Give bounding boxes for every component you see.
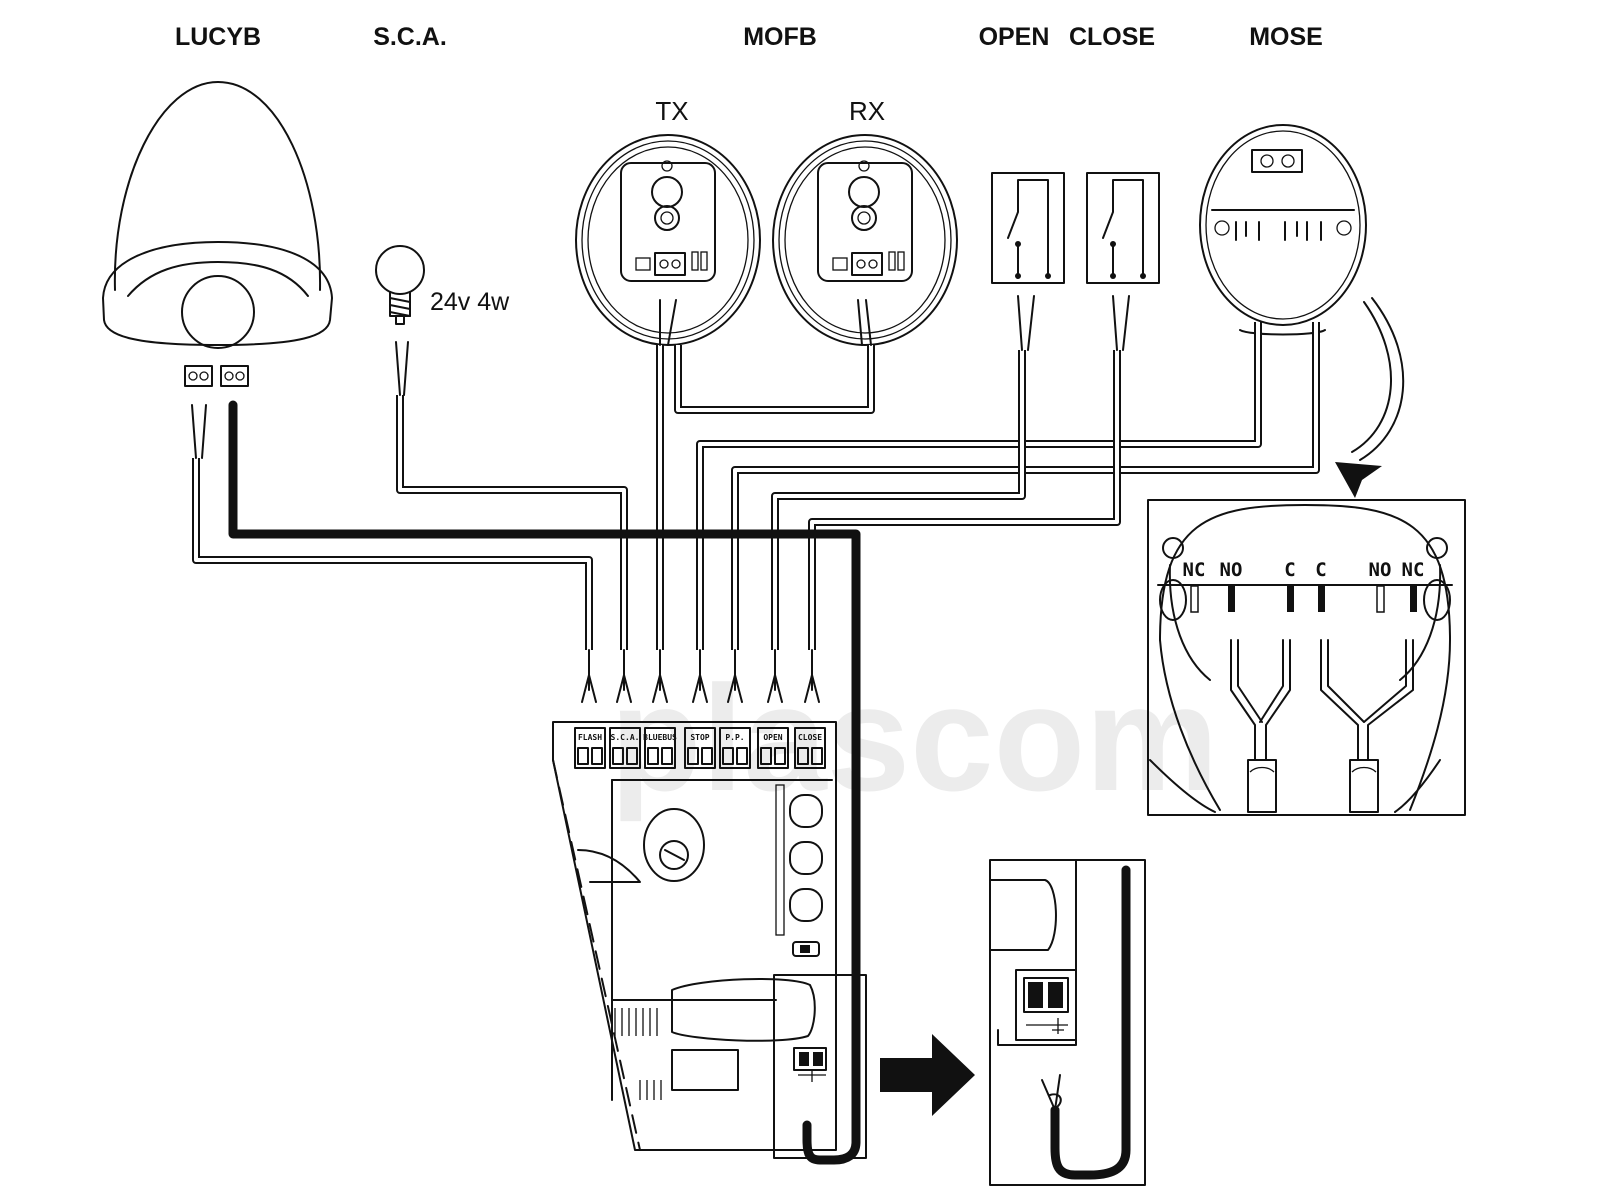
mose-contact-label-no-left: NO: [1220, 559, 1243, 581]
terminal-label-close: CLOSE: [798, 733, 822, 742]
terminal-label-pp: P.P.: [725, 733, 744, 742]
lucyb-flashing-lamp: [102, 81, 333, 387]
terminal-label-open: OPEN: [763, 733, 782, 742]
close-pushbutton: [1086, 172, 1160, 284]
mose-detail-pointer-arrow: [1335, 297, 1405, 498]
header-close: CLOSE: [1069, 23, 1155, 51]
terminal-stop: STOP: [684, 727, 716, 769]
header-mofb: MOFB: [743, 23, 817, 51]
header-open: OPEN: [979, 23, 1050, 51]
terminal-flash: FLASH: [574, 727, 606, 769]
terminal-label-sca: S.C.A.: [611, 733, 640, 742]
mose-contact-label-no-right: NO: [1369, 559, 1392, 581]
terminal-pp: P.P.: [719, 727, 751, 769]
terminal-open: OPEN: [757, 727, 789, 769]
terminal-label-bluebus: BLUEBUS: [643, 733, 677, 742]
mose-contact-label-c-left: C: [1284, 559, 1295, 581]
header-sca: S.C.A.: [373, 23, 447, 51]
cable-runs: [191, 295, 1320, 650]
photocell-tx-label: TX: [655, 96, 688, 126]
earth-detail-arrow: [880, 1034, 975, 1116]
mose-key-selector: [1199, 124, 1367, 336]
terminal-strip: FLASH S.C.A. BLUEBUS STOP P.P. OPEN: [574, 727, 826, 769]
header-mose: MOSE: [1249, 23, 1323, 51]
bulb-rating-label: 24v 4w: [430, 288, 510, 316]
photocell-tx: [575, 134, 761, 346]
terminal-label-stop: STOP: [690, 733, 709, 742]
open-pushbutton: [991, 172, 1065, 284]
earth-terminal-detail: [989, 859, 1146, 1186]
control-unit-board: [552, 721, 867, 1159]
header-lucyb: LUCYB: [175, 23, 261, 51]
sca-indicator-bulb: [375, 245, 425, 325]
mose-contact-label-c-right: C: [1315, 559, 1326, 581]
terminal-label-flash: FLASH: [578, 733, 602, 742]
terminal-bluebus: BLUEBUS: [643, 727, 677, 769]
watermark: plascom: [610, 654, 1219, 822]
mose-contacts-detail: NC NO C C NO NC: [1147, 499, 1466, 816]
terminal-wire-forks: [581, 649, 820, 703]
mose-contact-label-nc-right: NC: [1402, 559, 1425, 581]
photocell-rx: [772, 134, 958, 346]
photocell-rx-label: RX: [849, 96, 885, 126]
mose-contact-label-nc-left: NC: [1183, 559, 1206, 581]
terminal-close: CLOSE: [794, 727, 826, 769]
terminal-sca: S.C.A.: [609, 727, 641, 769]
